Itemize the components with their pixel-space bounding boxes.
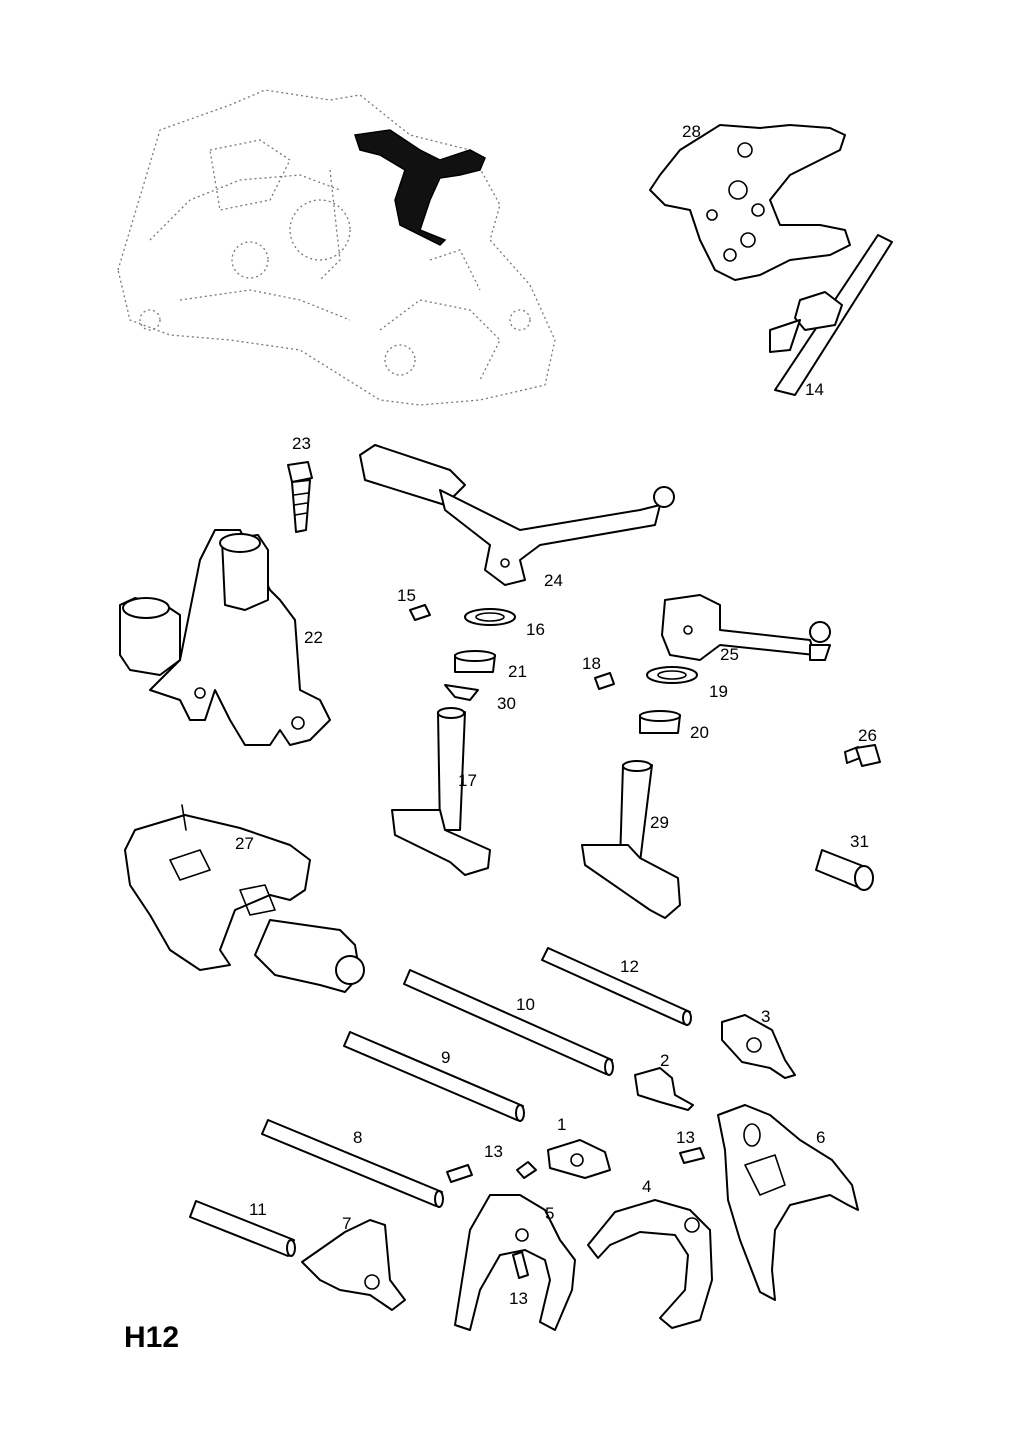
part-26-bolt xyxy=(844,744,881,767)
part-label-12: 12 xyxy=(620,957,639,976)
part-label-28: 28 xyxy=(682,122,701,141)
part-label-11: 11 xyxy=(249,1200,267,1219)
part-16-washer xyxy=(464,608,516,626)
part-label-5: 5 xyxy=(545,1204,554,1223)
part-label-7: 7 xyxy=(342,1214,351,1233)
part-label-24: 24 xyxy=(544,571,563,590)
part-label-4: 4 xyxy=(642,1177,651,1196)
part-7-selector-fork xyxy=(301,1219,406,1311)
gearbox-housing-illustration xyxy=(117,89,556,406)
part-6-selector-fork xyxy=(717,1104,859,1301)
page-code: H12 xyxy=(124,1321,179,1354)
part-label-20: 20 xyxy=(690,723,709,742)
part-29-selector-shaft xyxy=(581,760,681,919)
part-24-selector-lever xyxy=(359,444,675,586)
part-number-labels: 28 14 23 24 15 16 22 21 18 25 30 19 20 2… xyxy=(235,122,877,1308)
part-label-16: 16 xyxy=(526,620,545,639)
part-22-mounting-bracket xyxy=(119,529,331,746)
part-13-pin-d xyxy=(512,1251,529,1279)
part-13-pin-a xyxy=(446,1164,473,1183)
part-25-selector-lever xyxy=(661,594,831,661)
part-4-selector-fork xyxy=(587,1199,713,1329)
part-9-selector-rod xyxy=(343,1031,525,1122)
part-label-25: 25 xyxy=(720,645,739,664)
part-label-15: 15 xyxy=(397,586,416,605)
part-11-selector-rod xyxy=(189,1200,296,1257)
part-28-selector-bracket xyxy=(649,124,851,281)
part-label-14: 14 xyxy=(805,380,824,399)
part-label-8: 8 xyxy=(353,1128,362,1147)
part-label-29: 29 xyxy=(650,813,669,832)
part-17-selector-shaft xyxy=(391,707,491,876)
part-label-13-top: 13 xyxy=(676,1128,695,1147)
part-label-23: 23 xyxy=(292,434,311,453)
part-label-9: 9 xyxy=(441,1048,450,1067)
part-13-pin-b xyxy=(516,1161,537,1179)
part-3-shift-block xyxy=(721,1014,796,1079)
part-label-22: 22 xyxy=(304,628,323,647)
part-8-selector-rod xyxy=(261,1119,444,1208)
part-31-sleeve xyxy=(815,849,874,891)
part-label-1: 1 xyxy=(557,1115,566,1134)
part-label-13-bottom: 13 xyxy=(509,1289,528,1308)
part-label-19: 19 xyxy=(709,682,728,701)
part-13-pin-c xyxy=(679,1147,705,1164)
part-10-selector-rod xyxy=(403,969,614,1076)
part-label-26: 26 xyxy=(858,726,877,745)
part-label-27: 27 xyxy=(235,834,254,853)
part-23-bolt xyxy=(287,461,313,533)
part-21-bush xyxy=(454,650,496,673)
part-label-10: 10 xyxy=(516,995,535,1014)
part-label-17: 17 xyxy=(458,771,477,790)
part-label-6: 6 xyxy=(816,1128,825,1147)
part-27-shift-mechanism xyxy=(124,804,365,993)
part-20-bush xyxy=(639,710,681,734)
part-1-shift-block xyxy=(547,1139,611,1179)
part-label-21: 21 xyxy=(508,662,527,681)
part-14-interlock-plate xyxy=(769,234,893,396)
part-2-shift-block xyxy=(634,1067,694,1111)
part-18-pin xyxy=(594,672,615,690)
part-label-3: 3 xyxy=(761,1007,770,1026)
part-30-clip xyxy=(444,684,479,701)
part-label-13-mid: 13 xyxy=(484,1142,503,1161)
part-label-2: 2 xyxy=(660,1051,669,1070)
part-5-selector-fork xyxy=(454,1194,576,1331)
part-15-pin xyxy=(409,604,431,621)
part-label-31: 31 xyxy=(850,832,869,851)
part-label-30: 30 xyxy=(497,694,516,713)
part-12-selector-rod xyxy=(541,947,692,1026)
part-19-washer xyxy=(646,666,698,684)
part-label-18: 18 xyxy=(582,654,601,673)
